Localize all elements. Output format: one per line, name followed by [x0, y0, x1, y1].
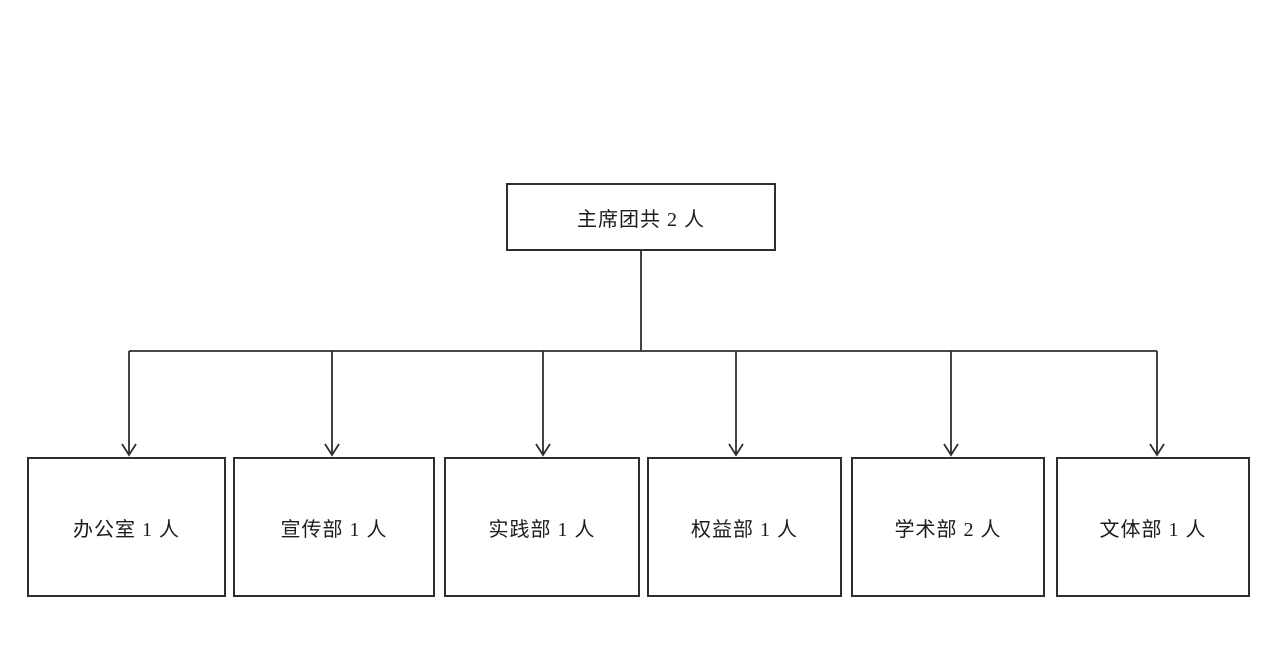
org-node-label: 学术部 2 人 — [894, 518, 1002, 541]
org-node-practice: 实践部 1 人 — [444, 457, 640, 597]
org-node-label: 办公室 1 人 — [73, 518, 180, 541]
arrowhead-icon — [728, 443, 744, 457]
org-node-label: 实践部 1 人 — [488, 518, 596, 541]
org-node-office: 办公室 1 人 — [27, 457, 226, 597]
org-node-publicity: 宣传部 1 人 — [233, 457, 435, 597]
org-node-label: 文体部 1 人 — [1099, 518, 1207, 541]
org-node-label: 权益部 1 人 — [691, 518, 798, 541]
org-node-label: 宣传部 1 人 — [280, 518, 388, 541]
arrowhead-icon — [121, 443, 137, 457]
arrowhead-icon — [324, 443, 340, 457]
org-node-academic: 学术部 2 人 — [851, 457, 1045, 597]
org-node-culture-sports: 文体部 1 人 — [1056, 457, 1250, 597]
org-node-rights: 权益部 1 人 — [647, 457, 842, 597]
arrowhead-icon — [535, 443, 551, 457]
arrowhead-icon — [1149, 443, 1165, 457]
arrowhead-icon — [943, 443, 959, 457]
org-node-presidium: 主席团共 2 人 — [506, 183, 776, 251]
org-node-label: 主席团共 2 人 — [577, 208, 705, 231]
